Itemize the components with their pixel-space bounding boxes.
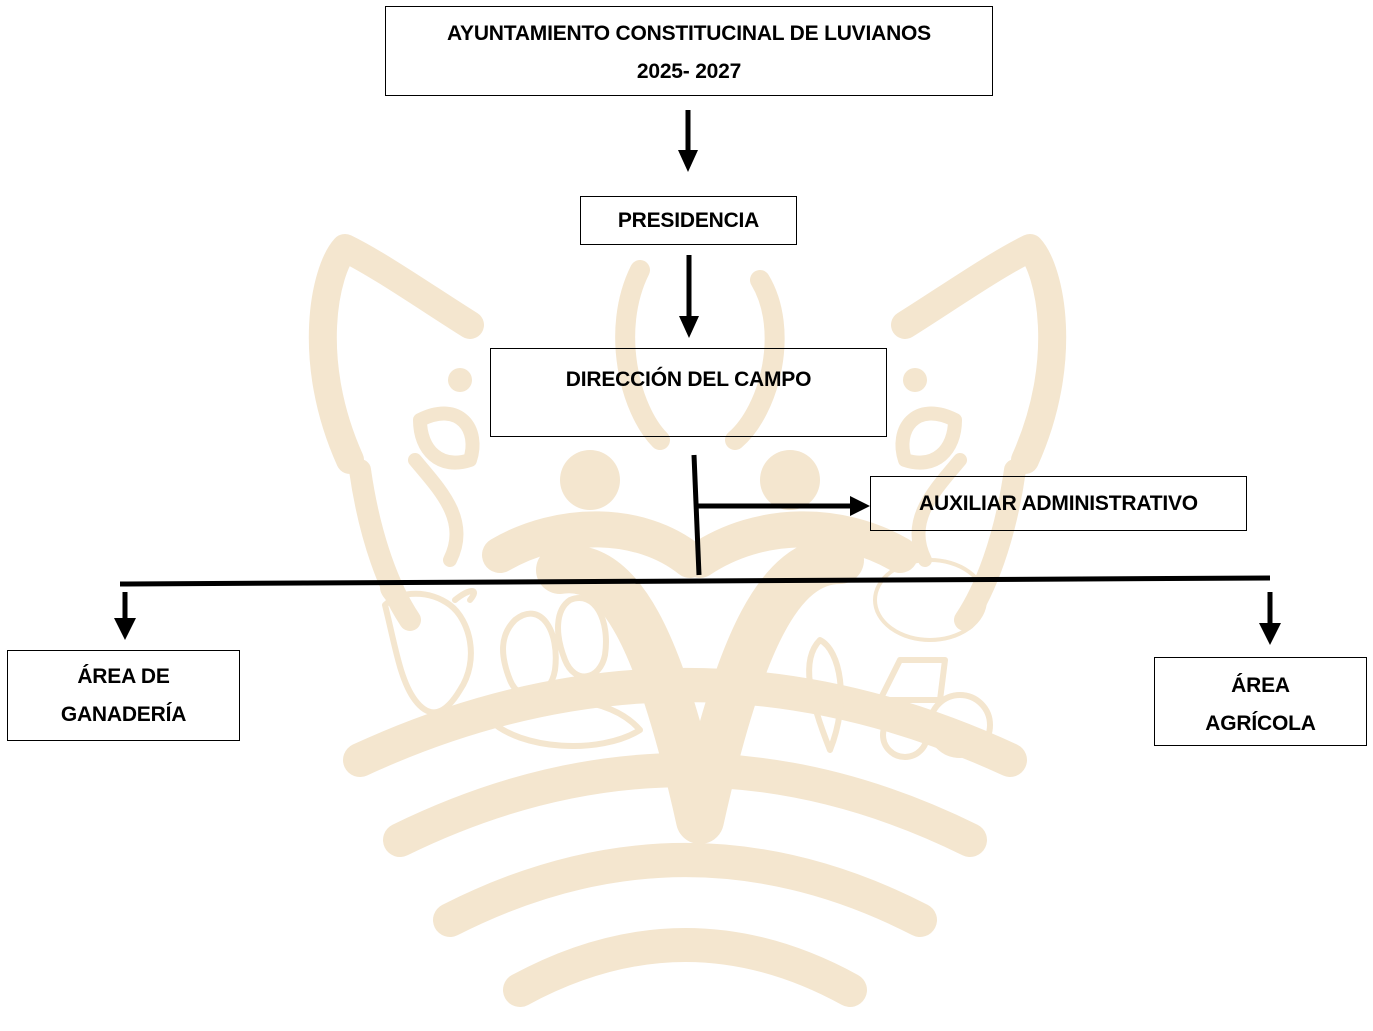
field-arc-3	[433, 843, 937, 937]
leaf-icon-right	[725, 270, 785, 450]
node-agricola-line1: ÁREA	[1231, 674, 1290, 697]
sandals-icon	[500, 595, 609, 699]
field-arc-4	[503, 928, 867, 1007]
node-ayuntamiento-period: 2025- 2027	[636, 60, 742, 83]
node-presidencia: PRESIDENCIA	[580, 196, 797, 245]
arrowhead-ganaderia	[114, 618, 136, 640]
node-presidencia-label: PRESIDENCIA	[617, 208, 760, 232]
connector-horizontal-bus	[119, 575, 1271, 587]
person-icon	[536, 536, 864, 844]
node-direccion: DIRECCIÓN DEL CAMPO	[490, 348, 887, 437]
person-left-arm	[482, 511, 708, 578]
tractor-wheel-1	[880, 710, 930, 760]
hat-icon	[487, 697, 643, 750]
corn-icon	[806, 637, 844, 753]
node-agricola-line2: AGRÍCOLA	[1205, 712, 1316, 735]
leaf-icon	[615, 260, 670, 450]
leaf-left-side	[408, 453, 464, 567]
shield-right-side	[954, 459, 1026, 631]
leaf-right-small	[895, 406, 962, 470]
badge-oval	[873, 558, 987, 642]
connector-direccion-trunk	[691, 454, 702, 576]
arrowhead-agricola	[1259, 623, 1281, 645]
tractor-icon	[877, 657, 948, 703]
arrowhead-auxiliar	[850, 496, 870, 516]
arrowhead-presidencia	[678, 150, 698, 172]
node-agricola: ÁREA AGRÍCOLA	[1154, 657, 1367, 746]
dot-right	[903, 368, 927, 392]
person-right-arm	[682, 511, 918, 578]
leaf-right-side	[911, 453, 967, 567]
dot-left	[448, 368, 472, 392]
shield-left-curve	[308, 234, 484, 474]
shield-left-side	[349, 459, 421, 631]
node-auxiliar: AUXILIAR ADMINISTRATIVO	[870, 476, 1247, 531]
tractor-wheel-2	[927, 692, 993, 758]
node-ayuntamiento: AYUNTAMIENTO CONSTITUCINAL DE LUVIANOS 2…	[385, 6, 993, 96]
node-ganaderia-line1: ÁREA DE	[77, 665, 170, 688]
node-auxiliar-label: AUXILIAR ADMINISTRATIVO	[919, 491, 1198, 515]
arrowhead-direccion	[679, 316, 699, 338]
node-ayuntamiento-title: AYUNTAMIENTO CONSTITUCINAL DE LUVIANOS	[447, 22, 931, 45]
node-direccion-label: DIRECCIÓN DEL CAMPO	[565, 368, 812, 391]
shield-right-curve	[891, 234, 1067, 474]
cow-icon	[382, 590, 474, 716]
head-right	[760, 450, 820, 510]
node-ganaderia: ÁREA DE GANADERÍA	[7, 650, 240, 741]
leaf-left-small	[413, 406, 480, 470]
head-left	[560, 450, 620, 510]
node-ganaderia-line2: GANADERÍA	[60, 703, 187, 726]
